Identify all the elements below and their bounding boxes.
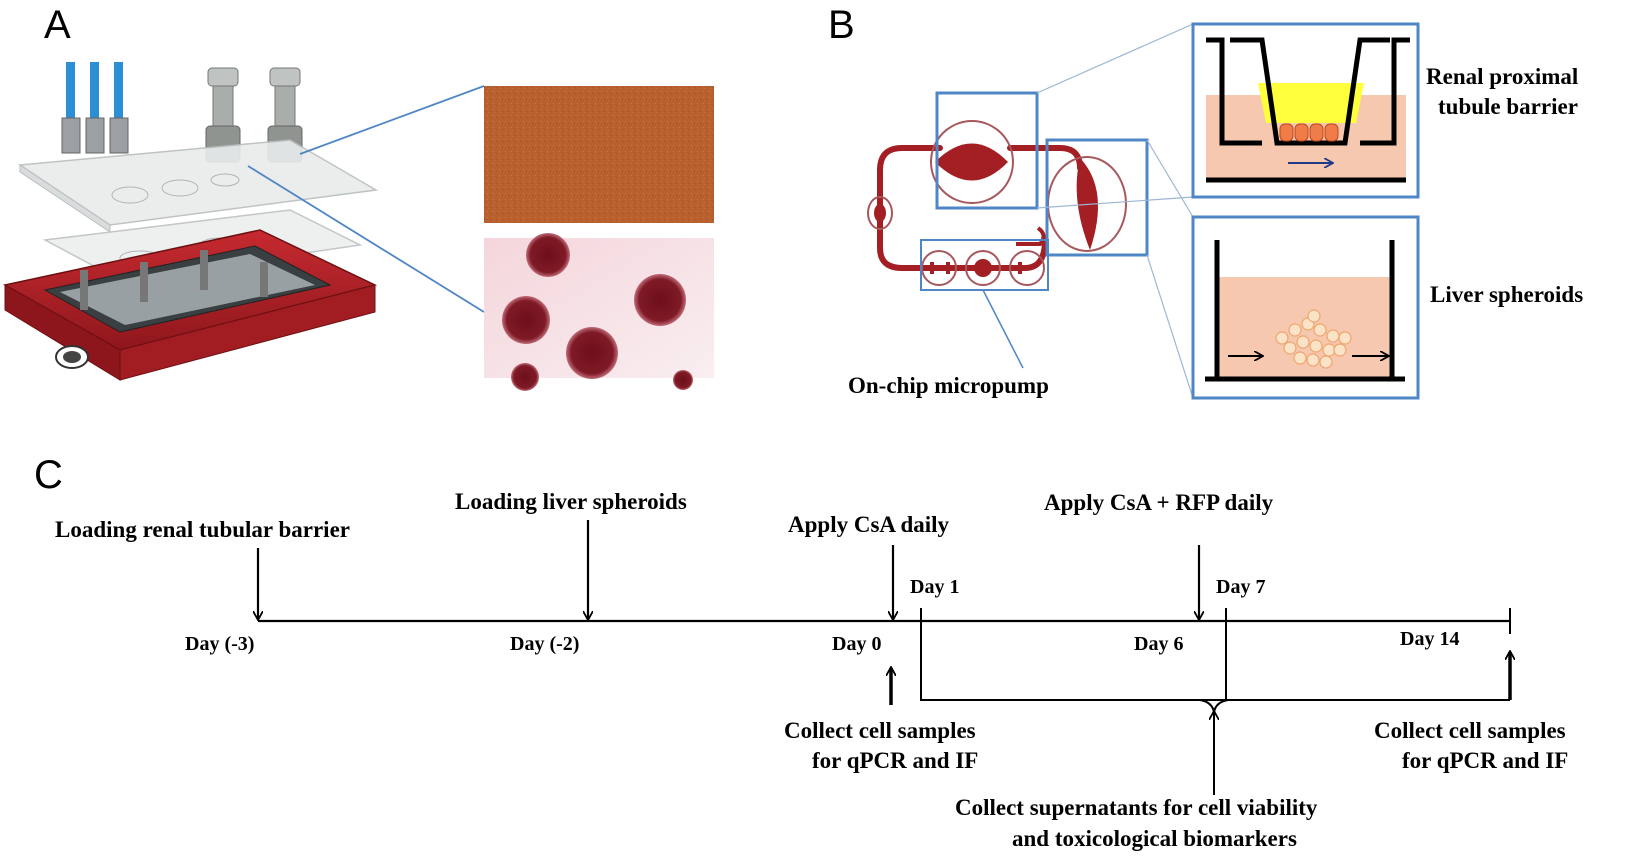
bracket (920, 634, 1510, 701)
collect-right-line2: for qPCR and IF (1402, 748, 1568, 773)
panel-b-letter: B (828, 3, 855, 47)
chip-holder (2, 229, 378, 381)
day-label: Day 14 (1400, 628, 1459, 650)
day-label: Day 0 (832, 633, 881, 655)
event-label: Apply CsA + RFP daily (1044, 490, 1274, 515)
event-label: Loading liver spheroids (455, 489, 687, 514)
tubing-icon (61, 62, 129, 154)
panel-a: A (2, 3, 714, 391)
liver-label: Liver spheroids (1430, 282, 1583, 307)
flow-arrow-icon (1016, 226, 1046, 246)
panel-a-letter: A (44, 3, 71, 47)
supernatant-line1: Collect supernatants for cell viability (955, 795, 1318, 820)
panel-c-letter: C (34, 453, 63, 497)
renal-label-line1: Renal proximal (1426, 64, 1578, 89)
day-label: Day (-2) (510, 633, 579, 655)
day-label: Day 6 (1134, 633, 1183, 655)
renal-barrier-zoom (1191, 22, 1420, 199)
renal-label-line2: tubule barrier (1438, 94, 1578, 119)
event-label: Loading renal tubular barrier (55, 517, 350, 542)
collect-left-line2: for qPCR and IF (812, 748, 978, 773)
collect-left-line1: Collect cell samples (784, 718, 976, 743)
collect-right-line1: Collect cell samples (1374, 718, 1566, 743)
renal-chamber (935, 143, 1008, 181)
day-label: Day 1 (910, 576, 959, 598)
pump-icon (921, 250, 1045, 286)
spheroid-micrograph (484, 233, 714, 391)
liver-spheroid-zoom (1191, 215, 1420, 400)
event-label: Apply CsA daily (788, 512, 950, 537)
supernatant-line2: and toxicological biomarkers (1012, 826, 1297, 851)
panel-c: C Loading renal tubular barrier Loading … (34, 453, 1568, 851)
day-label: Day 7 (1216, 576, 1265, 598)
day-label: Day (-3) (185, 633, 254, 655)
membrane-micrograph (484, 86, 714, 223)
panel-b: B (828, 3, 1583, 400)
pump-label: On-chip micropump (848, 373, 1049, 398)
